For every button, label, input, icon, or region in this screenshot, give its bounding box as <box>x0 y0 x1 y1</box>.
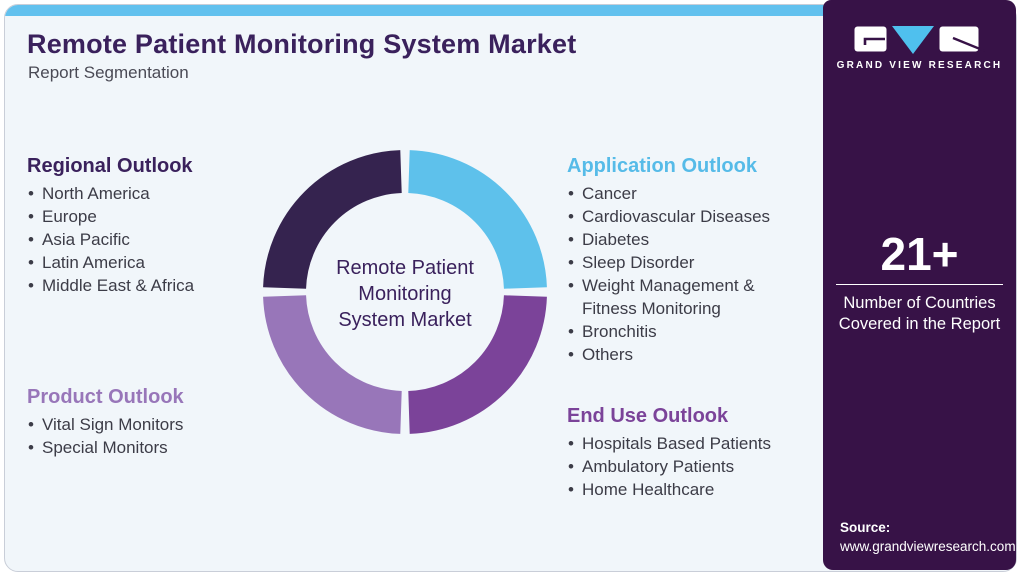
section-regional-outlook: Regional Outlook North AmericaEuropeAsia… <box>27 153 252 297</box>
section-heading: Product Outlook <box>27 386 184 408</box>
donut-segment-bottom-right <box>407 294 547 434</box>
logo-g-icon <box>854 26 887 52</box>
page-title: Remote Patient Monitoring System Market <box>27 29 577 59</box>
source: Source: www.grandviewresearch.com <box>840 518 1016 556</box>
list-item: Weight Management & Fitness Monitoring <box>567 274 792 320</box>
section-list: CancerCardiovascular DiseasesDiabetesSle… <box>567 182 792 366</box>
list-item: Special Monitors <box>27 436 252 459</box>
donut-segment-top-left <box>263 150 403 290</box>
top-accent-bar <box>5 5 1016 16</box>
gvr-logo-glyphs <box>823 26 1016 54</box>
logo-r-icon <box>939 26 985 52</box>
list-item: Home Healthcare <box>567 478 792 501</box>
list-item: Hospitals Based Patients <box>567 432 792 455</box>
section-heading: End Use Outlook <box>567 405 729 427</box>
list-item: Cardiovascular Diseases <box>567 205 792 228</box>
list-item: Bronchitis <box>567 320 792 343</box>
page-subtitle: Report Segmentation <box>28 63 189 82</box>
stat-value: 21+ <box>880 228 959 280</box>
brand-sidebar: GRAND VIEW RESEARCH 21+ Number of Countr… <box>823 0 1016 570</box>
list-item: Vital Sign Monitors <box>27 413 252 436</box>
source-label: Source: <box>840 520 891 535</box>
donut-chart: Remote Patient Monitoring System Market <box>260 147 550 437</box>
section-list: Hospitals Based PatientsAmbulatory Patie… <box>567 432 792 501</box>
list-item: Latin America <box>27 251 252 274</box>
list-item: North America <box>27 182 252 205</box>
donut-center-label: Remote Patient Monitoring System Market <box>336 257 474 331</box>
section-list: Vital Sign MonitorsSpecial Monitors <box>27 413 252 459</box>
brand-name: GRAND VIEW RESEARCH <box>836 60 1003 71</box>
source-url-link[interactable]: www.grandviewresearch.com <box>840 539 1016 554</box>
list-item: Asia Pacific <box>27 228 252 251</box>
list-item: Diabetes <box>567 228 792 251</box>
list-item: Ambulatory Patients <box>567 455 792 478</box>
list-item: Europe <box>27 205 252 228</box>
stat-label: Number of Countries Covered in the Repor… <box>838 294 1001 333</box>
list-item: Others <box>567 343 792 366</box>
list-item: Middle East & Africa <box>27 274 252 297</box>
donut-chart-svg <box>263 150 547 434</box>
donut-segment-bottom-left <box>263 294 403 434</box>
gvr-logo: GRAND VIEW RESEARCH <box>823 26 1016 71</box>
logo-v-icon <box>892 26 934 54</box>
donut-segment-top-right <box>407 150 547 290</box>
list-item: Cancer <box>567 182 792 205</box>
section-heading: Regional Outlook <box>27 155 193 177</box>
countries-stat: 21+ Number of Countries Covered in the R… <box>836 230 1003 335</box>
section-heading: Application Outlook <box>567 155 757 177</box>
section-product-outlook: Product Outlook Vital Sign MonitorsSpeci… <box>27 384 252 459</box>
stat-divider <box>836 284 1003 285</box>
list-item: Sleep Disorder <box>567 251 792 274</box>
section-application-outlook: Application Outlook CancerCardiovascular… <box>567 153 792 366</box>
section-list: North AmericaEuropeAsia PacificLatin Ame… <box>27 182 252 297</box>
section-end-use-outlook: End Use Outlook Hospitals Based Patients… <box>567 403 792 501</box>
